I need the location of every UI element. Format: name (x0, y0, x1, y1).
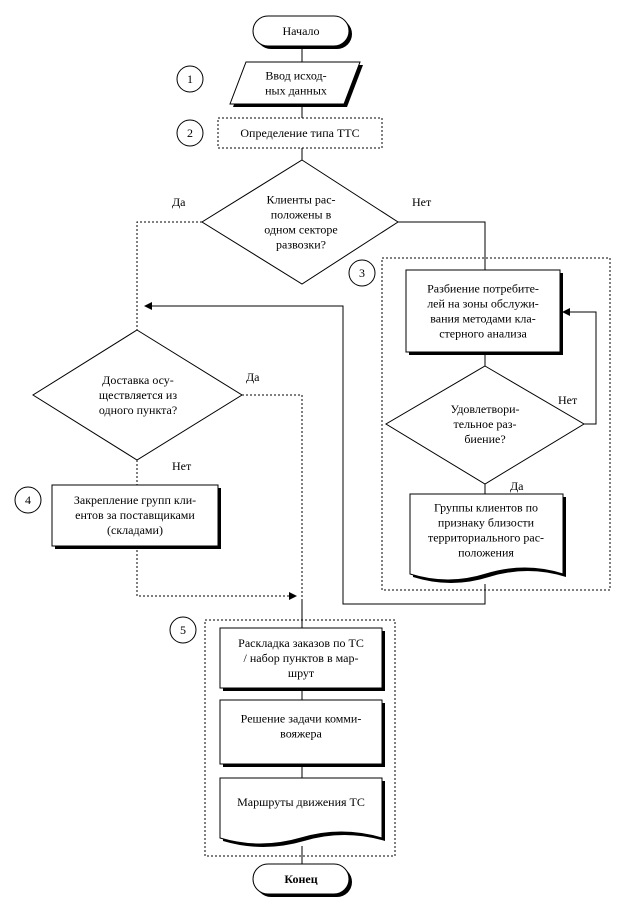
node-q-satisfy: Удовлетвори-тельное раз-биение? (385, 365, 585, 485)
node-start-line: Начало (283, 24, 320, 38)
node-q-one-point-line: ществляется из (99, 388, 177, 402)
node-input-text: Ввод исход-ных данных (265, 69, 327, 98)
node-assign-line: Закрепление групп кли- (74, 493, 196, 507)
node-partition-text: Разбиение потребите-лей на зоны обслужи-… (427, 282, 539, 341)
label-sector-no: Нет (412, 195, 432, 209)
node-q-satisfy-line: Удовлетвори- (451, 402, 520, 416)
node-partition-line: Разбиение потребите- (427, 282, 539, 296)
node-layout-line: / набор пунктов в мар- (244, 651, 359, 665)
node-tsp: Решение задачи комми-вояжера (219, 699, 385, 767)
node-assign-line: ентов за поставщиками (75, 508, 195, 522)
node-type: Определение типа ТТС (217, 117, 383, 149)
node-input: Ввод исход-ных данных (229, 61, 363, 107)
node-end-line: Конец (284, 872, 317, 886)
node-assign: Закрепление групп кли-ентов за поставщик… (51, 484, 221, 549)
step-number-1-text: 1 (187, 72, 193, 86)
node-start-text: Начало (283, 24, 320, 38)
edge-satisfy-no (562, 308, 597, 425)
node-type-line: Определение типа ТТС (240, 126, 359, 140)
label-one-point-no: Нет (172, 459, 192, 473)
node-layout: Раскладка заказов по ТС/ набор пунктов в… (219, 627, 385, 691)
node-tsp-line: Решение задачи комми- (241, 712, 362, 726)
node-q-satisfy-line: биение? (464, 432, 505, 446)
node-tsp-text: Решение задачи комми-вояжера (241, 712, 362, 741)
edge-groups-return (144, 302, 486, 605)
step-number-2: 2 (176, 119, 204, 147)
label-satisfy-no: Нет (558, 393, 578, 407)
node-partition-line: лей на зоны обслужи- (427, 297, 539, 311)
node-end-text: Конец (284, 872, 317, 886)
group-frame-3 (381, 257, 611, 591)
node-groups-line: положения (458, 546, 514, 560)
node-input-line: ных данных (265, 84, 327, 98)
node-groups-line: признаку близости (438, 516, 535, 530)
edge-sector-no (398, 221, 486, 270)
node-layout-text: Раскладка заказов по ТС/ набор пунктов в… (238, 636, 364, 680)
node-partition: Разбиение потребите-лей на зоны обслужи-… (405, 269, 563, 355)
node-q-one-point-line: Доставка осу- (102, 373, 174, 387)
connectors (136, 46, 597, 864)
step-number-4-text: 4 (25, 493, 31, 507)
edge-sector-yes (136, 221, 202, 330)
group-frame-5 (204, 619, 396, 857)
step-number-3-text: 3 (359, 266, 365, 280)
node-routes-text: Маршруты движения ТС (237, 795, 365, 809)
node-q-sector-line: положены в (271, 208, 332, 222)
node-q-one-point-line: одного пункта? (99, 403, 177, 417)
step-number-3: 3 (348, 259, 376, 287)
node-assign-line: (складами) (107, 523, 163, 537)
label-satisfy-yes: Да (510, 479, 524, 493)
node-partition-line: вания методами кла- (430, 312, 535, 326)
node-routes-line: Маршруты движения ТС (237, 795, 365, 809)
step-number-5-text: 5 (180, 623, 186, 637)
step-number-5: 5 (169, 616, 197, 644)
node-layout-line: Раскладка заказов по ТС (238, 636, 364, 650)
step-number-1: 1 (176, 65, 204, 93)
node-routes: Маршруты движения ТС (219, 777, 385, 847)
node-layout-line: шрут (288, 666, 315, 680)
node-q-sector-line: Клиенты рас- (266, 193, 335, 207)
node-assign-text: Закрепление групп кли-ентов за поставщик… (74, 493, 196, 537)
node-input-line: Ввод исход- (265, 69, 326, 83)
step-number-4: 4 (14, 486, 42, 514)
label-one-point-yes: Да (246, 370, 260, 384)
edge-assign-merge (136, 546, 297, 600)
edge-one-point-yes (242, 394, 303, 600)
node-tsp-line: вояжера (280, 727, 322, 741)
node-start: Начало (252, 15, 352, 49)
node-groups-line: Группы клиентов по (434, 501, 538, 515)
label-sector-yes: Да (172, 195, 186, 209)
node-q-sector-line: одном секторе (264, 223, 337, 237)
step-number-2-text: 2 (187, 126, 193, 140)
node-q-sector-line: развозки? (276, 238, 326, 252)
node-end: Конец (252, 863, 352, 897)
node-partition-line: стерного анализа (439, 327, 527, 341)
node-q-satisfy-text: Удовлетвори-тельное раз-биение? (451, 402, 520, 446)
node-type-text: Определение типа ТТС (240, 126, 359, 140)
node-q-satisfy-line: тельное раз- (454, 417, 517, 431)
node-groups-line: территориального рас- (428, 531, 544, 545)
